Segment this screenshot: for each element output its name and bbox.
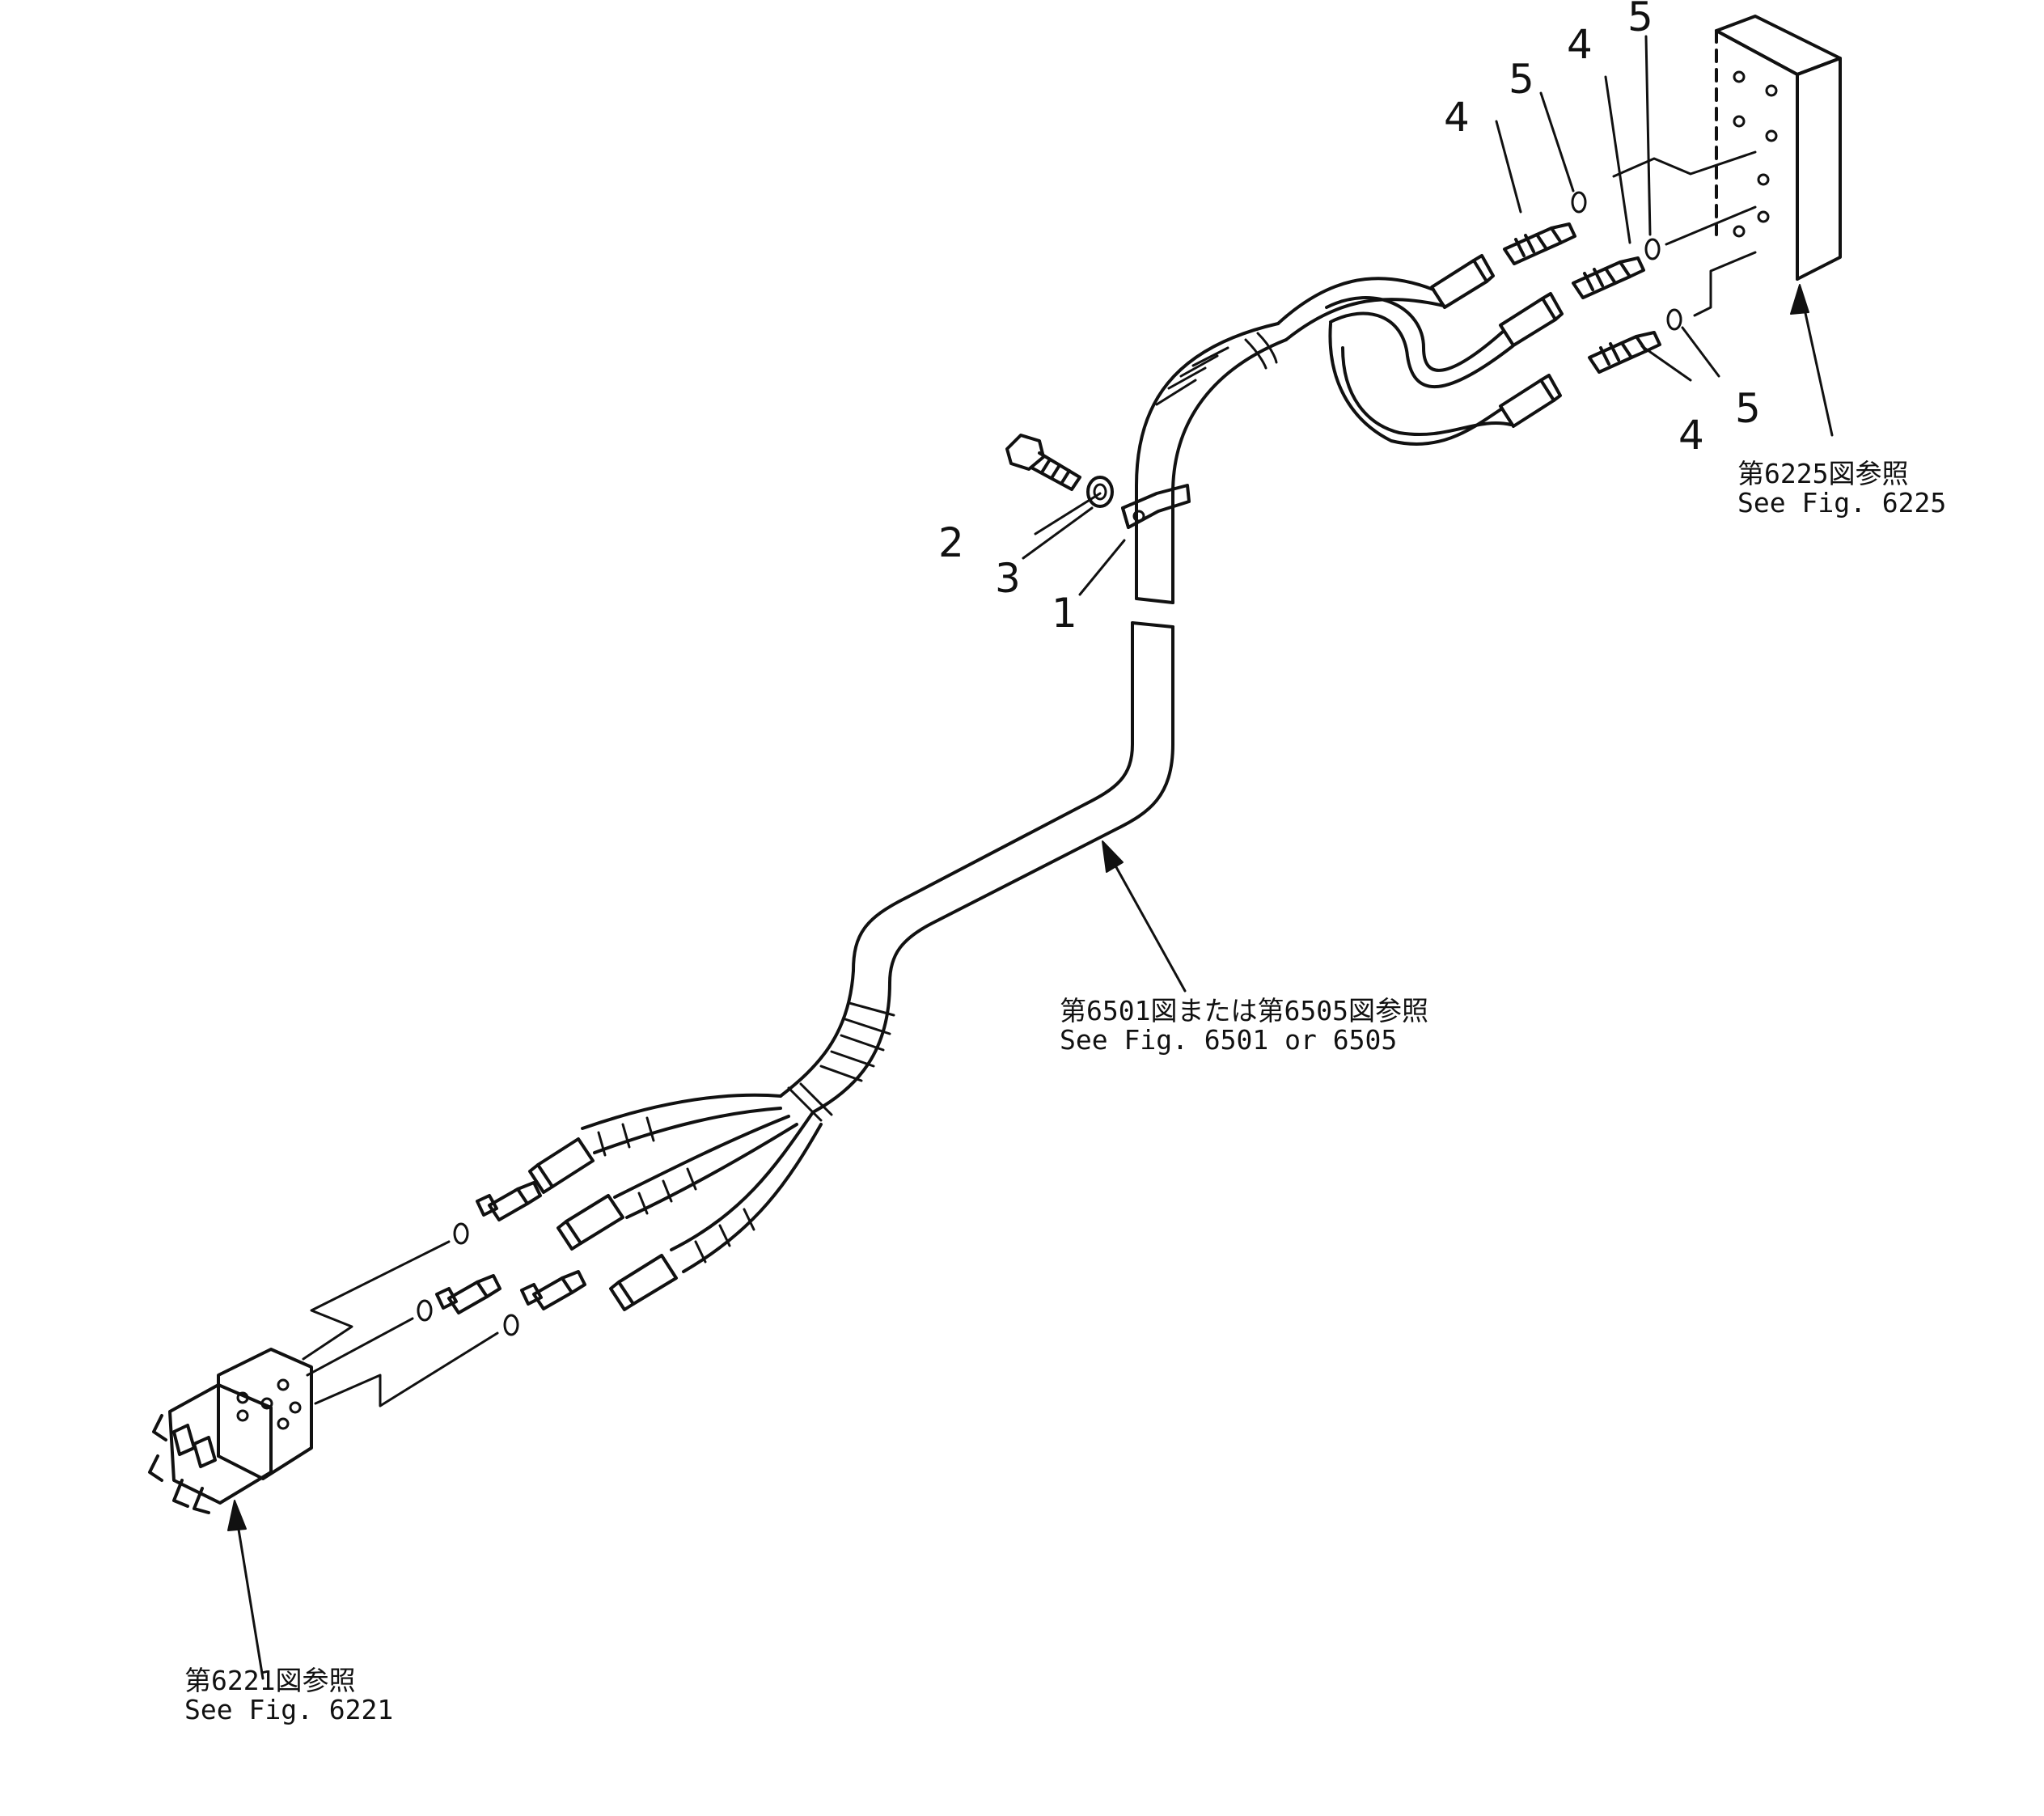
callout-4: 4 (1678, 412, 1704, 459)
reference-fig-6501-6505-ja: 第6501図または第6505図参照 (1060, 995, 1428, 1027)
lower-wrap-bands (597, 1116, 755, 1264)
leader-lines (233, 35, 1834, 1680)
lower-hose-ends (528, 1137, 678, 1311)
lower-fittings (435, 1181, 586, 1314)
lower-connector-block (148, 1348, 313, 1514)
bolt (1005, 434, 1081, 491)
clamp (1121, 484, 1191, 529)
callout-5: 5 (1509, 56, 1534, 103)
arrow-heads (227, 284, 1809, 1531)
callout-4: 4 (1444, 94, 1470, 141)
reference-fig-6225-en: See Fig. 6225 (1737, 487, 1947, 519)
callout-numbers: 4 5 4 5 4 5 2 3 1 (938, 0, 1761, 637)
callout-4: 4 (1567, 21, 1593, 68)
hose-wrap-bands-upper (1155, 332, 1278, 406)
lower-hose-branches (581, 1093, 823, 1273)
washer (1086, 476, 1114, 508)
reference-fig-6501-6505-en: See Fig. 6501 or 6505 (1060, 1024, 1398, 1056)
callout-1: 1 (1052, 590, 1077, 637)
upper-hose-ends (1430, 254, 1564, 428)
lower-extension-lines (302, 1240, 499, 1408)
hose-wrap-bands-lower (787, 1001, 895, 1122)
reference-fig-6221-en: See Fig. 6221 (184, 1694, 394, 1725)
lower-o-rings (417, 1222, 519, 1336)
callout-5: 5 (1735, 385, 1761, 432)
upper-o-rings (1571, 191, 1682, 331)
callout-2: 2 (938, 519, 964, 566)
reference-fig-6225-ja: 第6225図参照 (1737, 458, 1909, 489)
block-extension-lines (1612, 150, 1757, 317)
main-hose-upper (1135, 322, 1288, 604)
upper-fitting-2 (1572, 256, 1645, 299)
reference-fig-6221-ja: 第6221図参照 (184, 1665, 356, 1696)
upper-fitting-3 (1588, 331, 1661, 374)
callout-3: 3 (995, 555, 1021, 602)
upper-hose-branches (1276, 277, 1514, 446)
upper-fitting-1 (1503, 222, 1576, 265)
callout-5: 5 (1627, 0, 1653, 40)
valve-block (1715, 15, 1842, 281)
